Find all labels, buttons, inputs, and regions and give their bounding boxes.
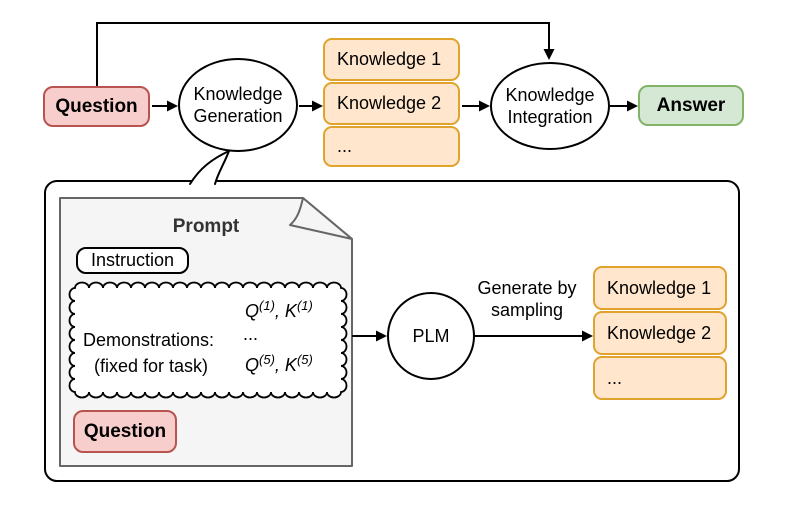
arrowhead — [479, 100, 490, 112]
arrowhead — [627, 100, 638, 112]
knowledge-item-label: Knowledge 1 — [607, 277, 712, 298]
knowledge-item: Knowledge 1 — [593, 266, 727, 310]
demo-sep: , — [274, 301, 285, 321]
knowledge-item-label: Knowledge 2 — [607, 322, 712, 343]
knowledge-stack-bottom: Knowledge 1 Knowledge 2 ... — [593, 266, 727, 400]
knowledge-item-label: Knowledge 1 — [337, 49, 442, 69]
answer-node: Answer — [638, 85, 744, 126]
prompt-panel-fold — [289, 197, 353, 240]
knowledge-item: Knowledge 2 — [593, 311, 727, 355]
arrowhead — [167, 100, 178, 112]
demo-sup: (1) — [296, 298, 313, 313]
plm-node: PLM — [387, 292, 475, 380]
arrowhead — [582, 330, 593, 342]
callout-tail-left-edge — [189, 150, 230, 185]
sampling-caption-line2: sampling — [490, 300, 564, 320]
knowledge-integration-label-line2: Integration — [507, 107, 593, 127]
demo-sup: (5) — [259, 352, 275, 367]
demo-sup: (1) — [259, 298, 275, 313]
sampling-caption: Generate by sampling — [461, 277, 593, 321]
bypass-line — [96, 22, 550, 86]
knowledge-generation-label-line2: Generation — [193, 106, 283, 126]
knowledge-item: Knowledge 1 — [323, 38, 460, 81]
sampling-caption-line1: Generate by — [477, 278, 577, 298]
question-label: Question — [55, 95, 138, 117]
prompt-title: Prompt — [172, 216, 240, 237]
knowledge-item-label: ... — [607, 367, 623, 388]
instruction-chip: Instruction — [76, 247, 189, 274]
demo-var: K — [284, 355, 297, 375]
demo-sep: , — [274, 355, 285, 375]
callout-tail-right-edge — [214, 150, 230, 185]
demo-ellipsis: ... — [243, 324, 259, 344]
knowledge-integration-node: Knowledge Integration — [490, 62, 610, 150]
bypass-arrowhead — [543, 49, 555, 60]
demonstrations-frame — [68, 281, 348, 399]
demonstrations-block: Q(1), K(1) Demonstrations: ... (fixed fo… — [75, 288, 341, 392]
demo-sup: (5) — [296, 352, 313, 367]
knowledge-integration-label-line1: Knowledge — [505, 85, 595, 105]
knowledge-item: ... — [323, 126, 460, 167]
question-node: Question — [43, 86, 150, 127]
callout-tail-fill — [190, 151, 229, 184]
knowledge-generation-label-line1: Knowledge — [193, 84, 283, 104]
demo-var: Q — [245, 355, 260, 375]
knowledge-generation-node: Knowledge Generation — [178, 58, 298, 152]
demo-caption-line2: (fixed for task) — [94, 356, 209, 376]
prompt-question-node: Question — [73, 410, 177, 453]
demo-var: Q — [245, 301, 260, 321]
knowledge-item: Knowledge 2 — [323, 82, 460, 125]
knowledge-item: ... — [593, 356, 727, 400]
prompt-question-label: Question — [83, 420, 167, 442]
demo-var: K — [284, 301, 297, 321]
knowledge-stack-top: Knowledge 1 Knowledge 2 ... — [323, 38, 460, 167]
answer-label: Answer — [656, 94, 726, 116]
demo-pair-bottom: Q(5), K(5) — [245, 352, 313, 376]
arrowhead — [312, 100, 323, 112]
arrowhead — [376, 330, 387, 342]
knowledge-item-label: Knowledge 2 — [337, 93, 442, 113]
demo-pair-top: Q(1), K(1) — [245, 298, 313, 322]
plm-label: PLM — [412, 325, 450, 346]
knowledge-item-label: ... — [337, 136, 353, 156]
demo-caption-line1: Demonstrations: — [83, 330, 215, 350]
instruction-label: Instruction — [90, 250, 175, 270]
